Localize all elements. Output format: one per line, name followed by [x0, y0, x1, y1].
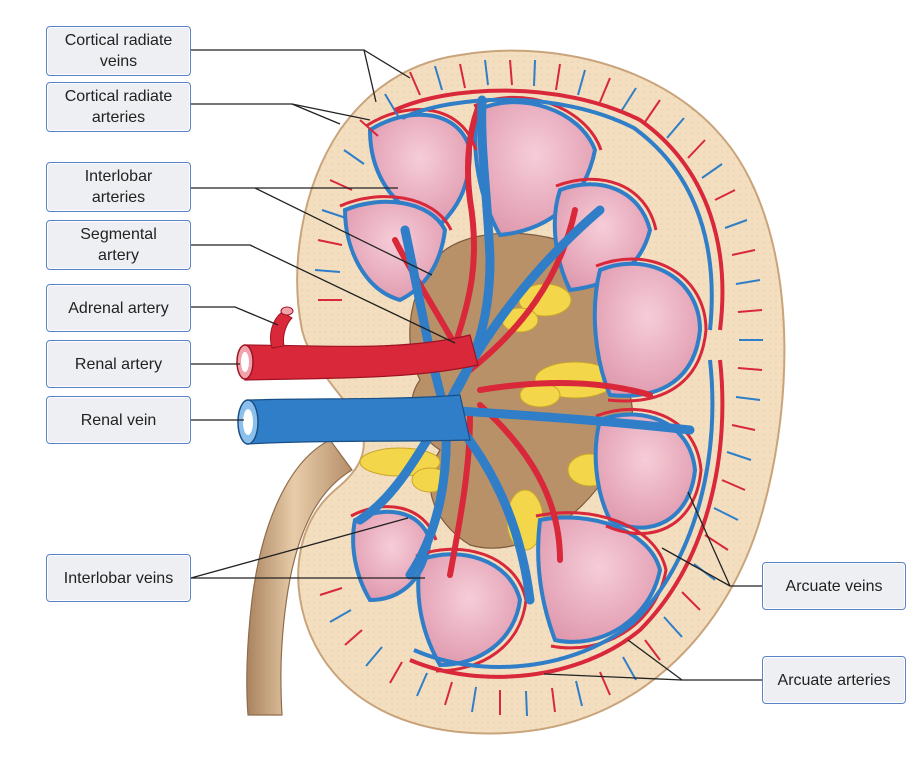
label-adrenal-artery: Adrenal artery	[46, 284, 191, 332]
renal-pyramids	[342, 100, 703, 668]
leader-lines	[190, 49, 762, 681]
label-interlobar-veins: Interlobar veins	[46, 554, 191, 602]
label-renal-artery: Renal artery	[46, 340, 191, 388]
arcuate-vessels	[394, 88, 725, 679]
label-arcuate-arteries: Arcuate arteries	[762, 656, 906, 704]
label-arcuate-veins: Arcuate veins	[762, 562, 906, 610]
renal-vein	[237, 394, 471, 445]
cortical-radiate-vessels	[314, 59, 763, 717]
adrenal-artery	[269, 306, 294, 349]
label-renal-vein: Renal vein	[46, 396, 191, 444]
renal-artery	[236, 334, 479, 381]
ureter	[246, 439, 353, 716]
